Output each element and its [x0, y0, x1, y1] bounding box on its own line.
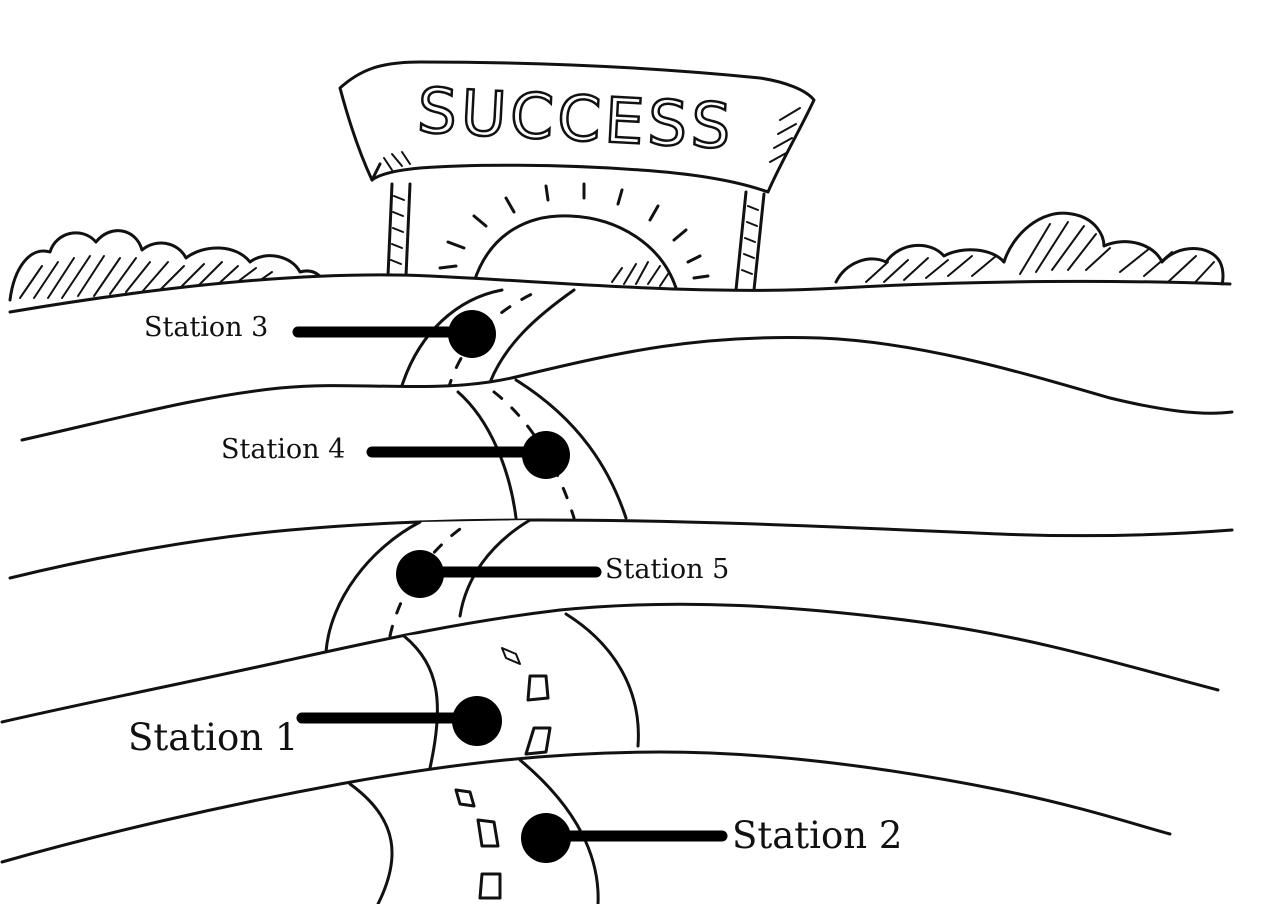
sign-posts — [386, 182, 766, 292]
success-sign: SUCCESS — [338, 60, 816, 194]
station-label: Station 5 — [605, 554, 729, 585]
station-2: Station 2 — [521, 813, 902, 863]
station-label: Station 3 — [144, 312, 268, 343]
station-3: Station 3 — [144, 310, 496, 358]
station-marker — [452, 696, 502, 746]
station-marker — [521, 813, 571, 863]
station-5: Station 5 — [396, 550, 729, 598]
station-marker — [522, 431, 570, 479]
road-segment-low — [402, 612, 640, 770]
sign-text: SUCCESS — [416, 74, 737, 164]
station-4: Station 4 — [221, 431, 570, 479]
station-label: Station 4 — [221, 434, 345, 465]
station-1: Station 1 — [128, 696, 502, 759]
rising-sun — [438, 182, 710, 290]
right-bush — [834, 211, 1225, 302]
station-label: Station 2 — [732, 814, 902, 857]
station-marker — [396, 550, 444, 598]
left-bush — [8, 229, 328, 302]
station-label: Station 1 — [128, 716, 298, 759]
station-marker — [448, 310, 496, 358]
hill-5 — [0, 750, 1240, 904]
